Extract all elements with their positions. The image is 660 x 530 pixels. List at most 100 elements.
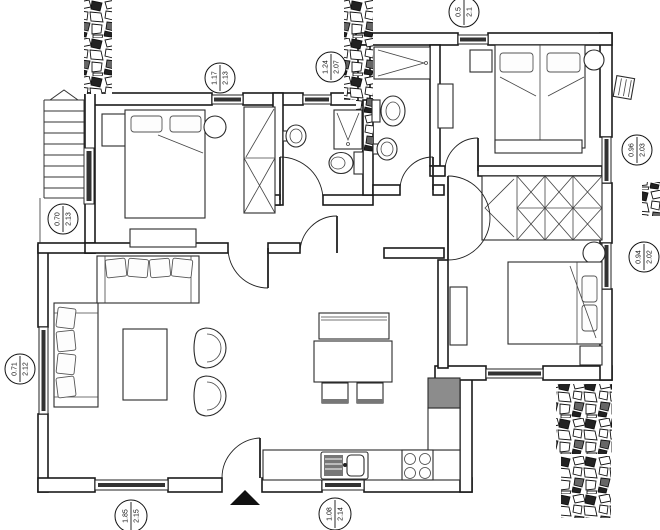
bedroom3-door <box>447 175 491 261</box>
shower <box>373 46 431 80</box>
bed-fold <box>157 134 204 154</box>
pillow <box>581 304 598 332</box>
dim-width-text: 0.5 <box>456 7 463 17</box>
dim-label-door-left-landing: 0.70 2.13 <box>47 203 79 235</box>
round-table <box>583 49 605 71</box>
dining-set <box>313 312 393 404</box>
toilet <box>371 95 406 127</box>
dimension-labels: 1.17 2.13 1.24 2.07 0.5 2.1 0.96 2.03 0.… <box>4 0 660 530</box>
wall-segment <box>322 194 374 206</box>
dim-height-text: 2.14 <box>338 507 345 521</box>
bathroom2-door <box>399 156 434 191</box>
toilet <box>328 151 364 175</box>
d im-width-text: 0.96 <box>629 143 636 157</box>
dim-width-text: 1.17 <box>212 71 219 85</box>
dim-width-text: 0.94 <box>636 250 643 264</box>
nightstand <box>579 345 603 366</box>
stone-patch <box>642 182 660 216</box>
dim-height-text: 2.12 <box>23 362 30 376</box>
dim-label-window-right-bedroom3: 0.94 2.02 <box>628 241 660 273</box>
desk <box>494 139 583 154</box>
armchair <box>193 375 227 417</box>
bedroom2-door <box>444 137 479 172</box>
wall-segment <box>432 184 445 196</box>
wall-segment <box>372 184 401 196</box>
dim-height-text: 2.15 <box>134 509 141 523</box>
refrigerator <box>427 377 461 409</box>
x-closet <box>481 175 603 241</box>
window-bottom-living <box>94 479 169 491</box>
window-top-bathroom <box>302 94 332 105</box>
pillow <box>546 52 581 73</box>
bed-fold <box>569 265 597 339</box>
dresser <box>129 228 197 248</box>
bedroom1-door <box>227 247 269 289</box>
dim-height-text: 2.13 <box>66 212 73 226</box>
stone-patch <box>84 0 112 94</box>
wall-segment <box>37 477 96 493</box>
dim-label-window-bottom-living: 1.85 2.15 <box>114 499 148 530</box>
washbasin <box>372 137 398 161</box>
bed-fold <box>547 76 585 97</box>
dim-width-text: 1.85 <box>123 509 130 523</box>
shelf <box>437 83 454 129</box>
wardrobe <box>243 106 276 214</box>
wall-segment <box>437 259 449 369</box>
stove <box>401 449 434 481</box>
window-right-bedroom2 <box>601 136 612 184</box>
bathroom2 <box>371 46 431 161</box>
window-top-bedroom2 <box>457 34 489 45</box>
shower <box>333 109 363 150</box>
double-bed <box>507 261 603 345</box>
dim-label-window-bottom-kitchen: 1.08 2.14 <box>318 497 352 530</box>
dim-label-window-top-bathroom: 1.24 2.07 <box>315 51 347 83</box>
wall-segment <box>459 367 473 493</box>
wall-segment <box>383 247 445 259</box>
wall-segment <box>37 244 49 328</box>
pillow <box>499 52 534 73</box>
stairs-direction-arrow <box>49 89 79 101</box>
doors <box>221 137 491 479</box>
dim-label-window-left-living: 0.71 2.12 <box>4 353 36 385</box>
exterior-walls <box>37 32 613 493</box>
bathroom1-door <box>279 156 324 201</box>
round-table <box>582 241 606 265</box>
dim-height-text: 2.1 <box>467 7 474 17</box>
pillow <box>130 115 163 133</box>
door-left-landing <box>83 147 95 205</box>
pillow <box>169 115 202 133</box>
ac-unit <box>612 74 636 101</box>
dim-width-text: 1.08 <box>327 507 334 521</box>
wall-segment <box>84 92 213 106</box>
stone-patch <box>556 384 612 454</box>
bedroom1 <box>101 106 276 248</box>
dining-table <box>313 340 393 383</box>
stone-patch <box>344 0 373 100</box>
dim-height-text: 2.03 <box>640 143 647 157</box>
nightstand <box>469 49 493 73</box>
sofa-top <box>96 255 200 304</box>
window-bottom-kitchen <box>321 479 365 491</box>
living-room <box>53 255 393 417</box>
kitchen <box>262 377 461 481</box>
bathroom1 <box>282 109 364 175</box>
washbasin <box>282 124 307 148</box>
hallway-door <box>299 215 338 254</box>
window-top-bedroom1 <box>211 94 244 105</box>
wall-segment <box>167 477 223 493</box>
pillow <box>581 275 598 303</box>
dim-width-text: 0.71 <box>12 362 19 376</box>
wall-segment <box>267 242 301 254</box>
bedroom2 <box>437 44 605 154</box>
dim-label-window-right-bedroom2: 0.96 2.03 <box>621 134 653 166</box>
dim-label-window-top-bedroom2: 0.5 2.1 <box>448 0 480 28</box>
dim-width-text: 0.70 <box>55 212 62 226</box>
kitchen-sink <box>320 451 369 480</box>
chair-back <box>322 399 348 403</box>
windows <box>38 34 612 491</box>
round-table <box>203 115 227 139</box>
wall-segment <box>487 32 613 46</box>
dim-height-text: 2.07 <box>334 60 341 74</box>
dim-height-text: 2.13 <box>223 71 230 85</box>
